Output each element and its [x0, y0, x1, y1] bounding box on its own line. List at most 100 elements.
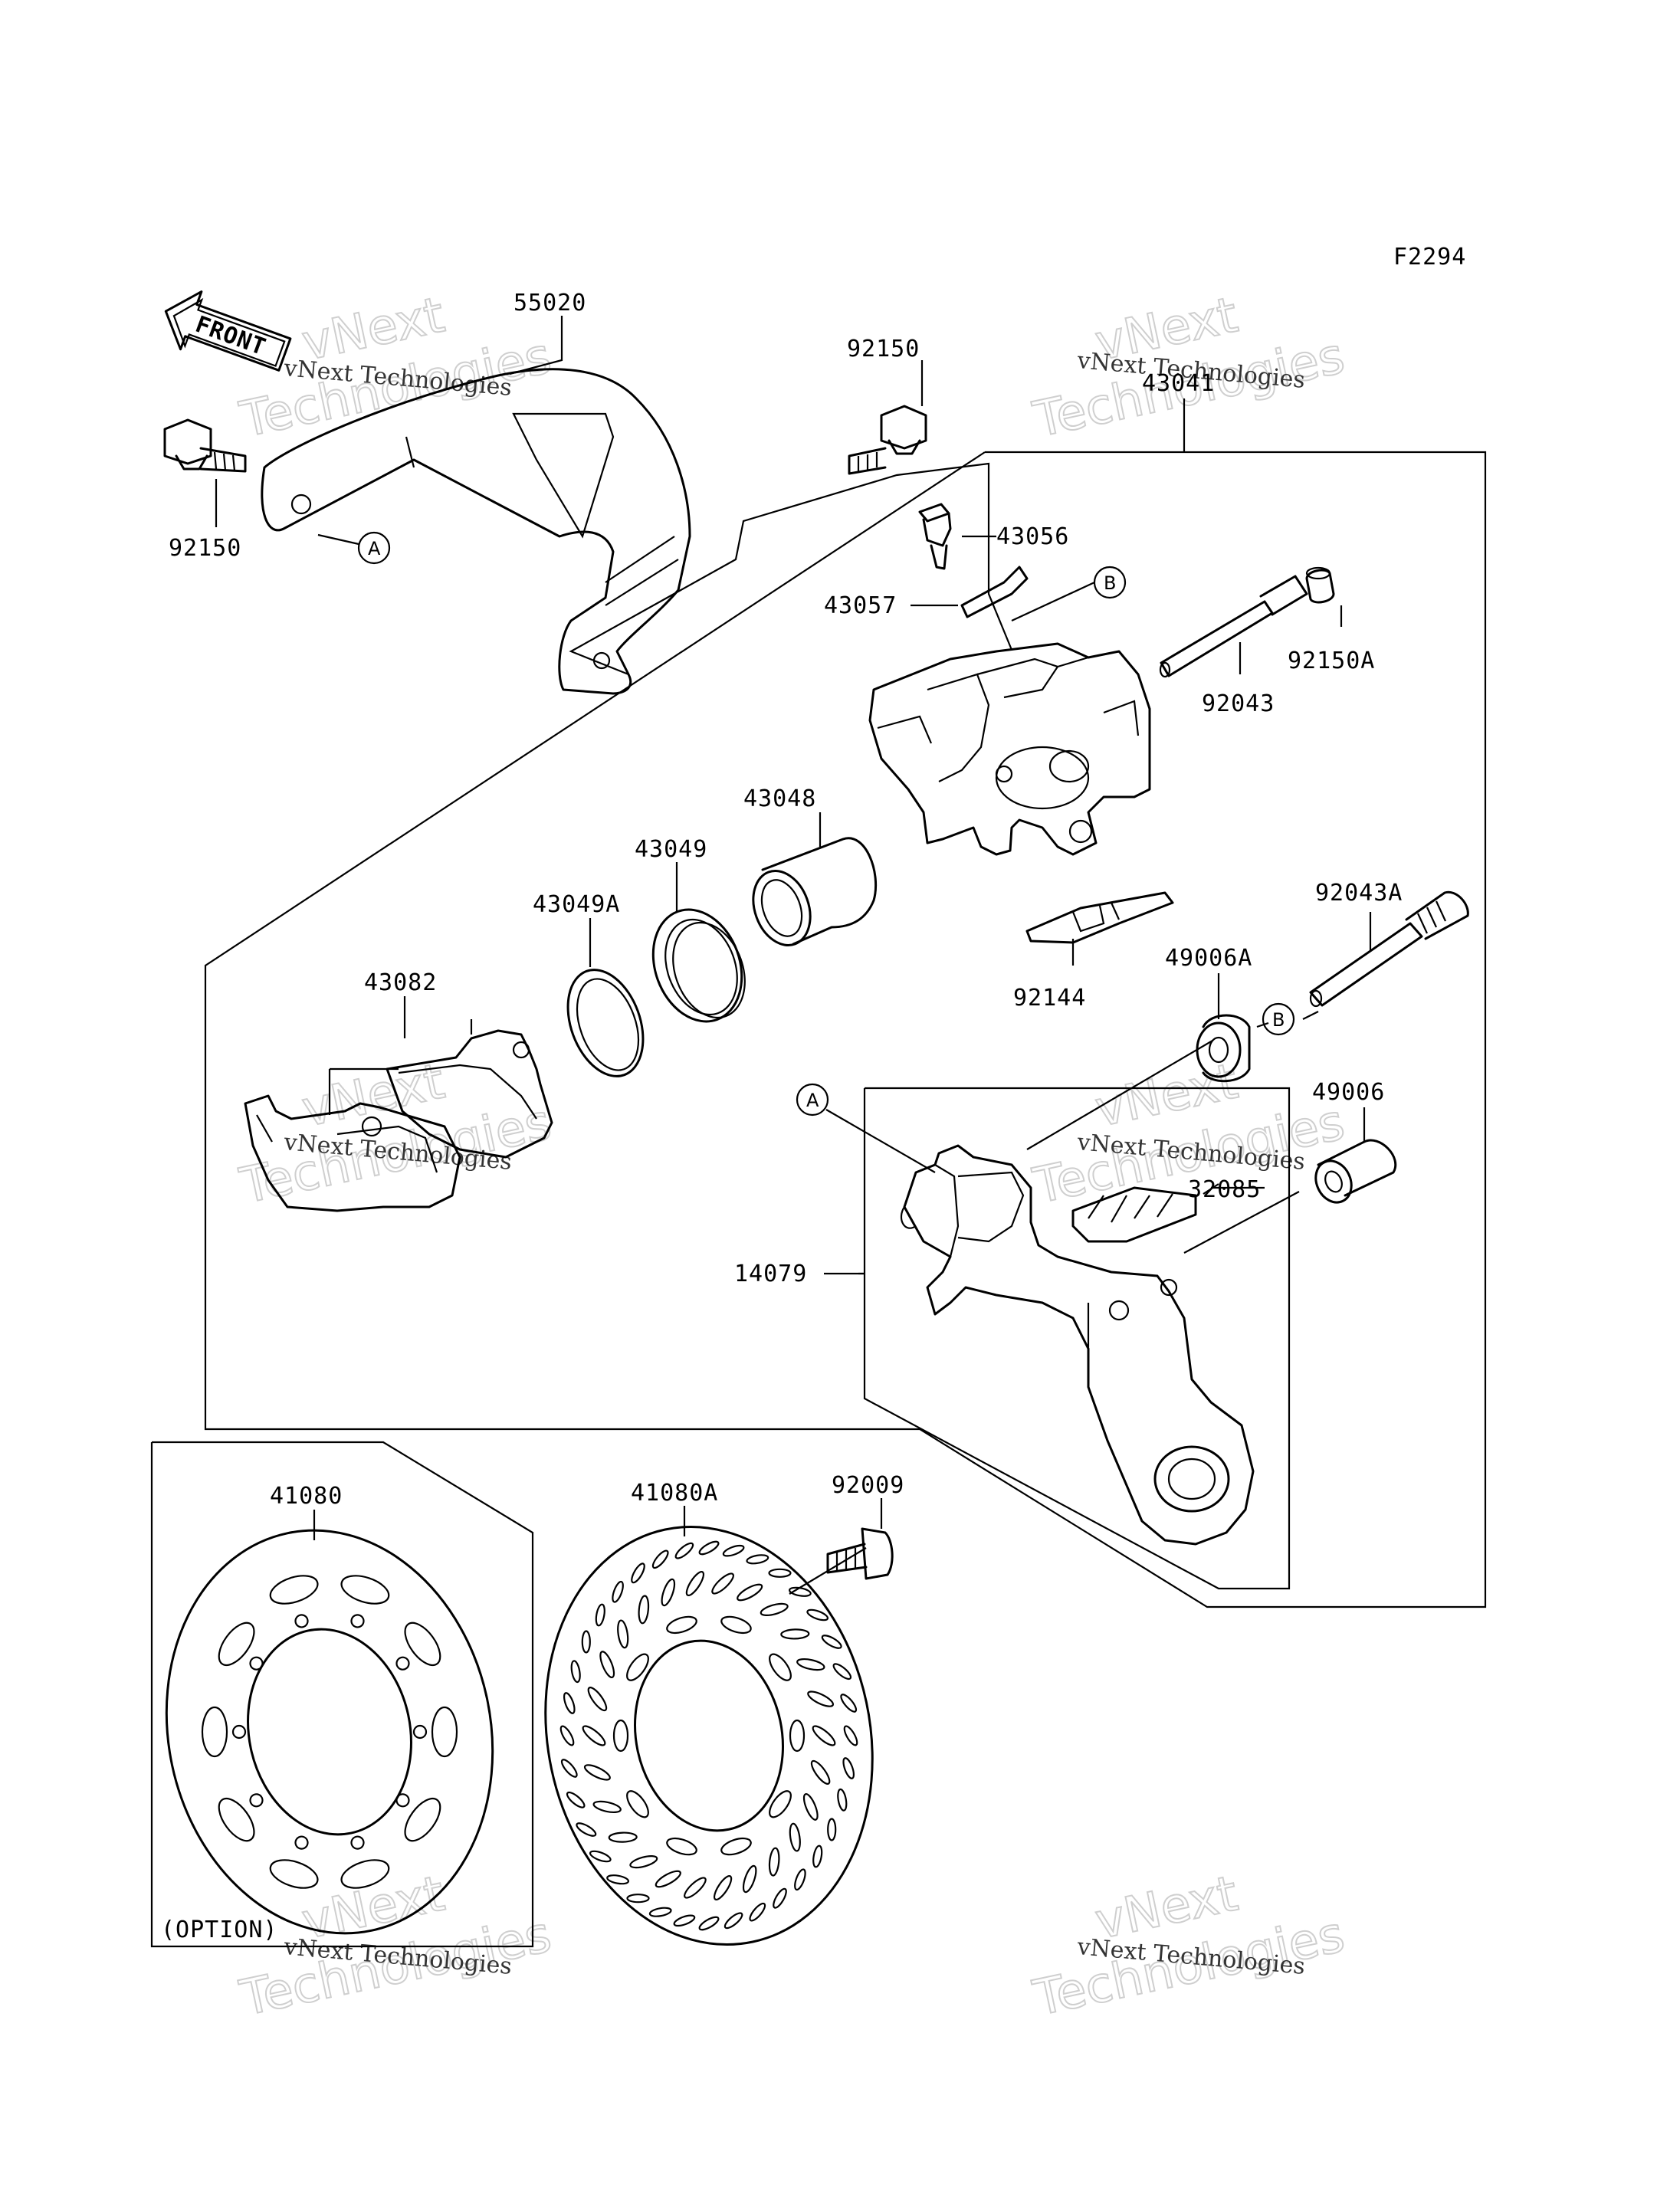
disc-hole: [796, 1658, 825, 1671]
disc-hole: [617, 1619, 629, 1649]
disc-hole: [626, 1653, 649, 1681]
disc-hole: [806, 1608, 829, 1622]
disc-hole: [269, 1575, 319, 1605]
disc-hole: [807, 1690, 835, 1707]
disc-hole: [789, 1822, 801, 1852]
disc-hole: [832, 1663, 852, 1681]
disc-hole: [768, 1847, 780, 1877]
disc-hole: [840, 1694, 858, 1713]
disc-hole: [827, 1818, 837, 1841]
disc-hole: [294, 1614, 309, 1628]
label-41080A: 41080A: [631, 1480, 718, 1507]
disc-hole: [404, 1622, 441, 1667]
screw-92009: [826, 1527, 894, 1580]
label-43056: 43056: [996, 523, 1069, 550]
disc-hole: [395, 1793, 410, 1808]
disc-hole: [566, 1791, 586, 1808]
svg-text:B: B: [1104, 572, 1116, 594]
label-43049: 43049: [635, 836, 707, 863]
leader-lines: [215, 316, 1372, 1595]
disc-hole: [655, 1870, 681, 1888]
watermark-mid-left: vNext Technologies vNext Technologies: [235, 1052, 557, 1215]
pad-spring-32085: [1071, 1186, 1197, 1243]
disc-hole: [720, 1615, 752, 1635]
disc-hole: [768, 1568, 792, 1578]
pin-92043A: [1309, 890, 1469, 1008]
seal-43049: [651, 908, 746, 1023]
bolt-92150-top: [848, 405, 927, 475]
disc-hole: [631, 1562, 645, 1584]
disc-hole: [837, 1788, 848, 1812]
disc-hole: [612, 1580, 624, 1603]
holder-outline: [863, 1087, 1291, 1590]
disc-hole: [201, 1706, 228, 1758]
figure-code: F2294: [1393, 244, 1466, 271]
disc-hole: [395, 1656, 410, 1671]
disc-hole: [684, 1877, 707, 1899]
disc-hole: [231, 1724, 247, 1740]
disc-hole: [559, 1725, 575, 1746]
disc-hole: [666, 1615, 697, 1635]
disc-hole: [587, 1687, 608, 1712]
label-43057: 43057: [824, 592, 897, 619]
disc-hole: [249, 1656, 264, 1671]
disc-hole: [722, 1544, 745, 1557]
callout-a-holder: A: [796, 1083, 829, 1117]
label-92043: 92043: [1202, 690, 1275, 717]
disc-hole: [821, 1635, 842, 1649]
disc-hole: [589, 1850, 612, 1863]
option-outline: [150, 1441, 534, 1948]
watermark-top-right: vNext Technologies vNext Technologies: [1028, 286, 1350, 449]
disc-hole: [673, 1914, 696, 1927]
svg-text:A: A: [806, 1090, 819, 1111]
disc-hole: [674, 1542, 694, 1559]
svg-text:B: B: [1272, 1009, 1285, 1031]
bolt-92150-left: [163, 418, 247, 473]
label-49006: 49006: [1312, 1079, 1385, 1106]
boot-49006: [1314, 1139, 1397, 1204]
label-92150-top: 92150: [847, 336, 920, 362]
disc-hole: [773, 1887, 787, 1909]
disc-hole: [582, 1725, 606, 1746]
brake-disc-41080A: [544, 1525, 874, 1946]
label-43049A: 43049A: [533, 891, 620, 918]
disc-hole: [666, 1837, 697, 1856]
disc-hole: [612, 1719, 629, 1753]
disc-hole: [350, 1614, 365, 1628]
disc-hole: [769, 1790, 792, 1818]
disc-hole: [698, 1916, 720, 1931]
brake-disc-41080: [165, 1529, 494, 1935]
callout-b-pin: B: [1262, 1002, 1295, 1036]
disc-guard-55020: [261, 368, 691, 695]
label-92150-left: 92150: [169, 535, 241, 562]
label-43082: 43082: [364, 969, 437, 996]
disc-hole: [742, 1864, 757, 1894]
disc-hole: [780, 1628, 810, 1640]
disc-hole: [412, 1724, 428, 1740]
watermark-top-left: vNext Technologies vNext Technologies: [235, 286, 557, 449]
label-92009: 92009: [832, 1472, 904, 1499]
disc-hole: [626, 1894, 650, 1904]
piston-43048: [752, 837, 878, 946]
disc-hole: [560, 1759, 578, 1778]
label-43041: 43041: [1142, 370, 1215, 397]
disc-hole: [746, 1554, 769, 1565]
svg-text:A: A: [368, 538, 381, 559]
pad-spring-43057: [960, 566, 1029, 618]
disc-hole: [626, 1790, 649, 1818]
disc-hole: [563, 1692, 576, 1714]
disc-hole: [595, 1603, 605, 1627]
disc-hole: [218, 1797, 255, 1842]
bleeder-valve-43056: [918, 503, 952, 570]
disc-hole: [606, 1874, 630, 1885]
seal-43049A: [566, 969, 645, 1077]
disc-hole: [592, 1800, 622, 1814]
disc-hole: [789, 1719, 806, 1753]
disc-hole: [629, 1854, 658, 1869]
label-14079: 14079: [734, 1261, 807, 1287]
disc-hole: [720, 1837, 752, 1856]
disc-hole: [294, 1835, 309, 1850]
watermark-bottom-right: vNext Technologies vNext Technologies: [1028, 1864, 1350, 2028]
label-43048: 43048: [743, 785, 816, 812]
